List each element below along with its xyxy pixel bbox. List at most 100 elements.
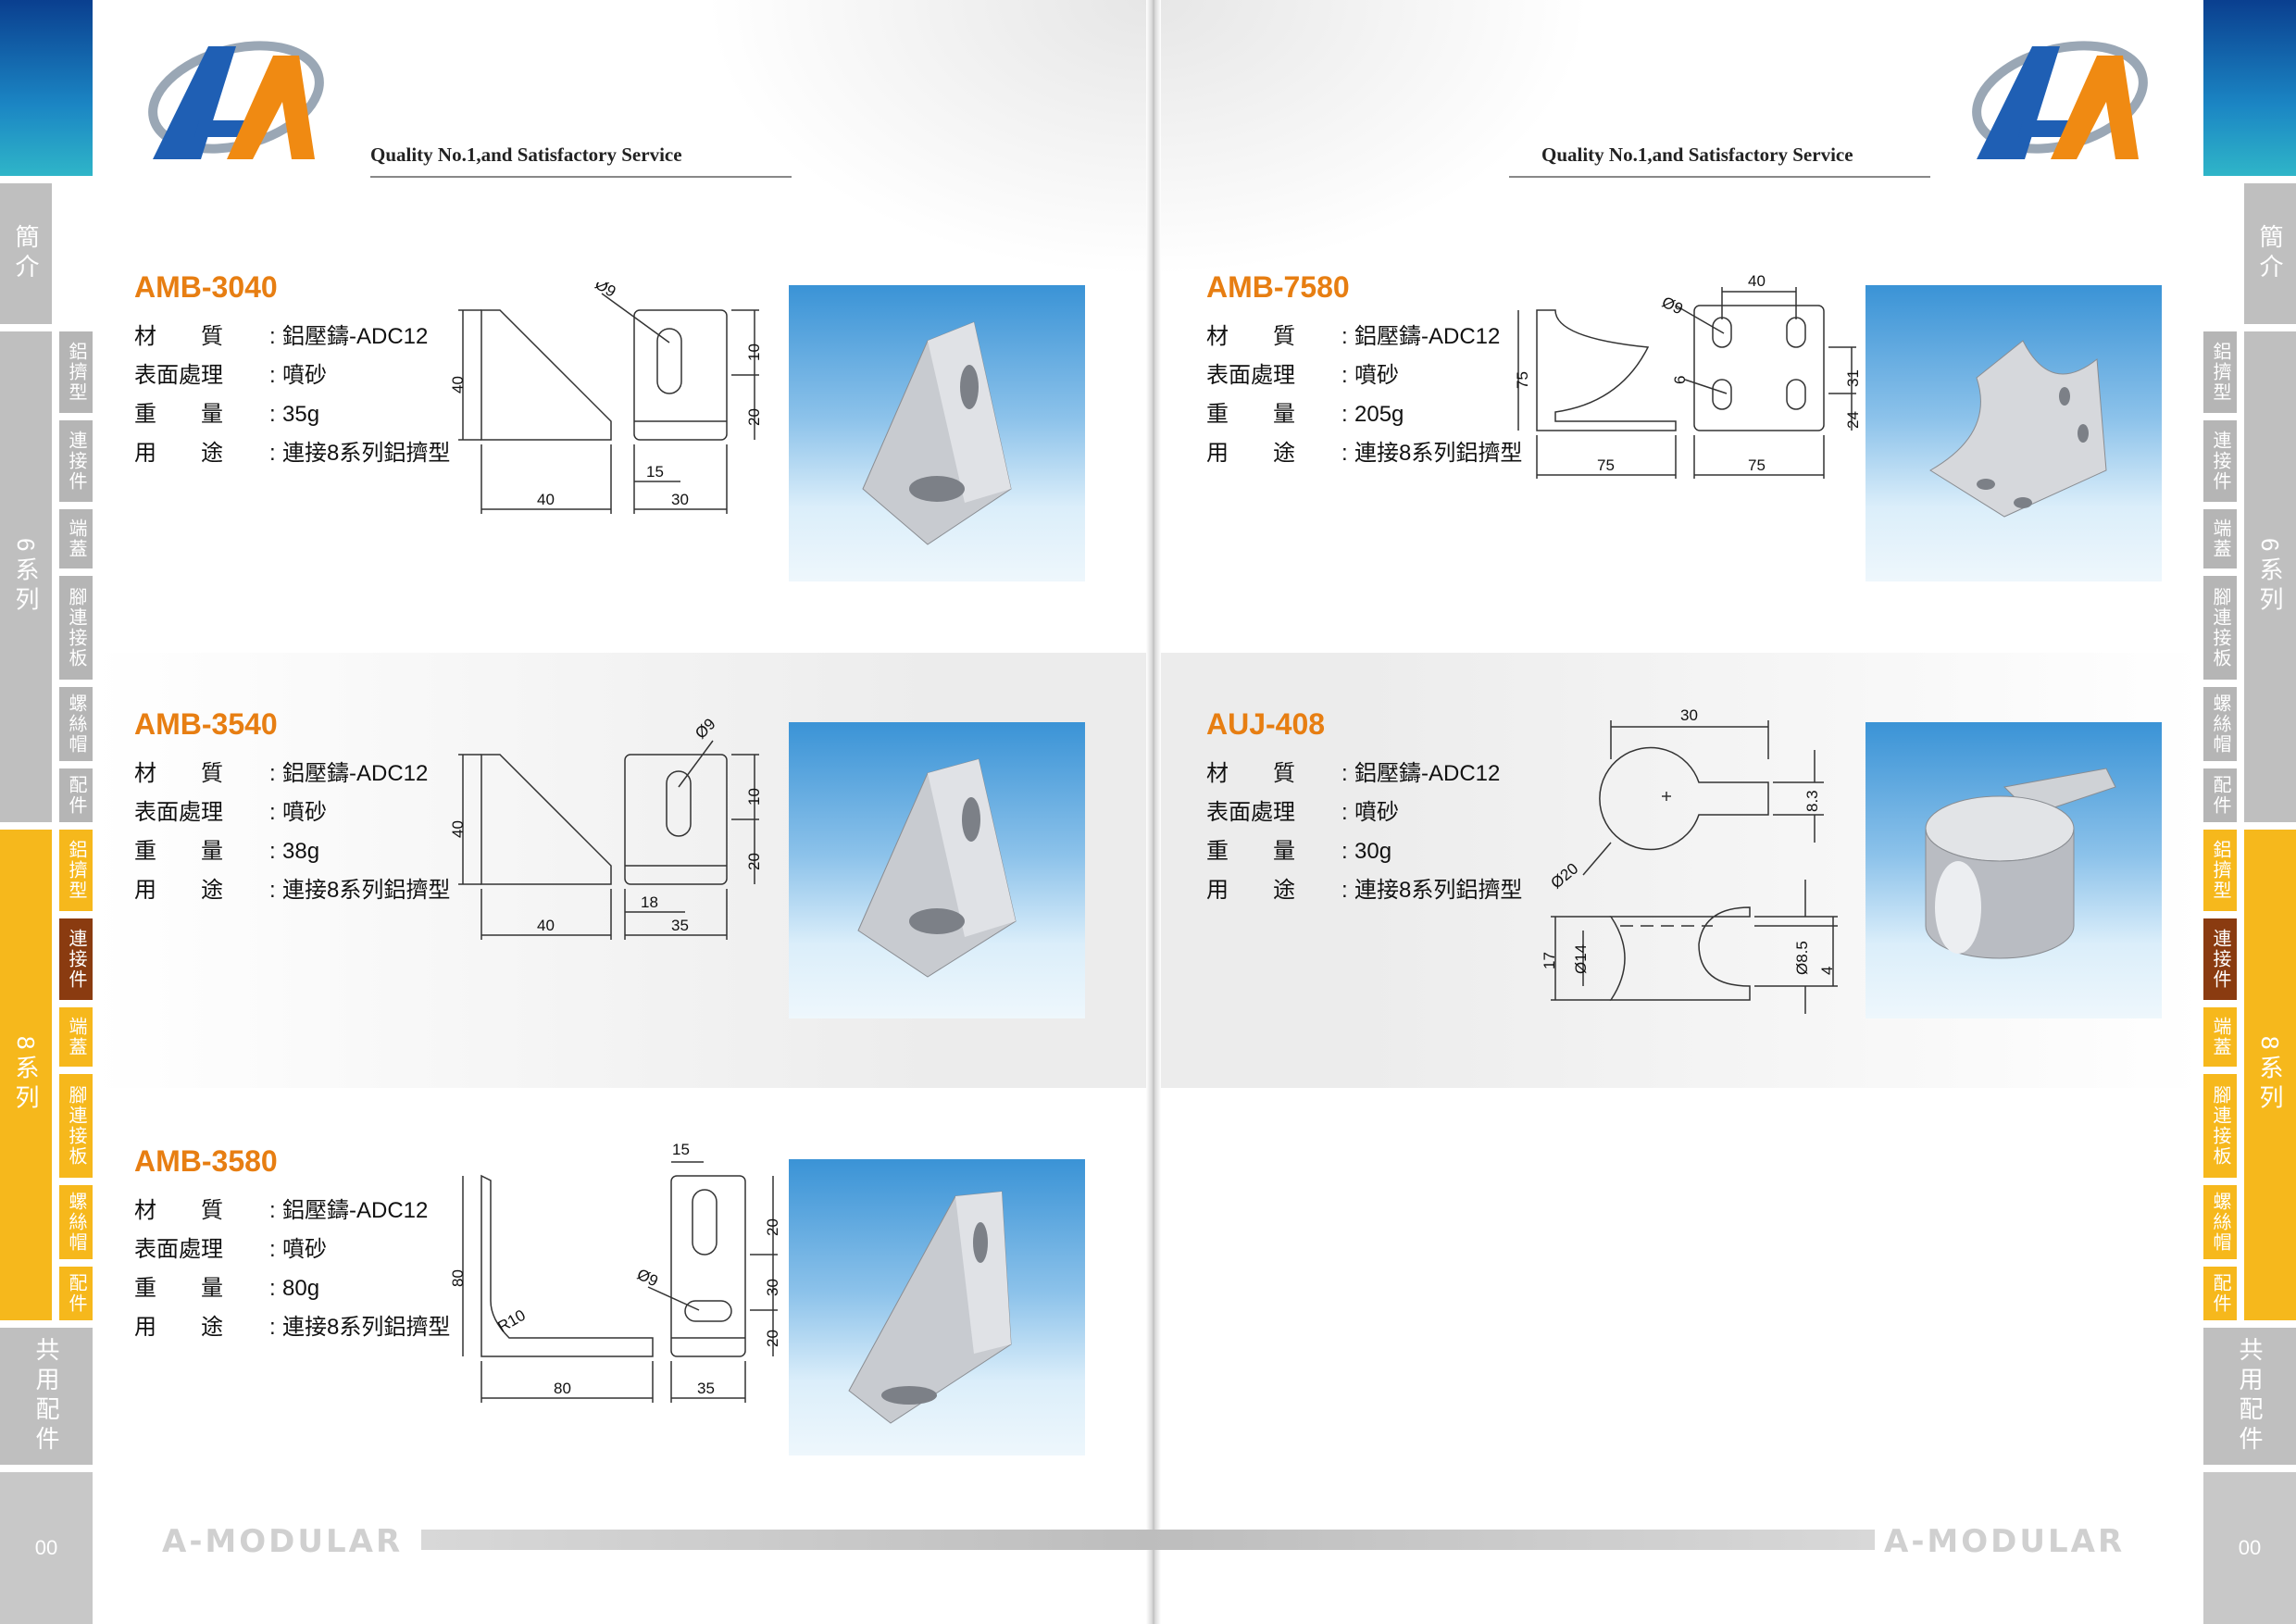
photo-amb-3040 [789,285,1085,581]
nav-series8[interactable]: 8系列 鋁擠型 連接件 端蓋 腳連接板 螺絲帽 配件 [0,830,93,1320]
nav-8-connector[interactable]: 連接件 [59,918,93,1000]
header-rule [1509,176,1930,178]
spec-finish: 表面處理:噴砂 [1206,800,1399,825]
spec-usage: 用 途:連接8系列鋁擠型 [134,441,451,466]
spec-material: 材 質:鋁壓鑄-ADC12 [1206,324,1501,349]
nav-8-endcap[interactable]: 端蓋 [2203,1007,2237,1067]
spec-finish: 表面處理:噴砂 [134,800,327,825]
nav-6-nut[interactable]: 螺絲帽 [59,687,93,761]
photo-amb-7580 [1866,285,2162,581]
spec-finish: 表面處理:噴砂 [1206,363,1399,388]
svg-text:20: 20 [764,1218,778,1236]
nav-6-extrusion[interactable]: 鋁擠型 [2203,331,2237,413]
nav-6-foot[interactable]: 腳連接板 [59,576,93,680]
left-side-nav: 簡介 6系列 鋁擠型 連接件 端蓋 腳連接板 螺絲帽 配件 8系列 鋁擠型 連接… [0,0,93,1624]
svg-text:Ø14: Ø14 [1572,944,1590,974]
svg-text:Ø8.5: Ø8.5 [1793,941,1811,975]
svg-text:18: 18 [641,893,658,911]
product-title: AMB-3540 [134,707,278,741]
svg-text:20: 20 [745,408,763,426]
product-amb-3540: AMB-3540 材 質:鋁壓鑄-ADC12 表面處理:噴砂 重 量:38g 用… [134,707,450,910]
spec-weight: 重 量:205g [1206,402,1404,427]
nav-8-connector[interactable]: 連接件 [2203,918,2237,1000]
svg-text:Ø9: Ø9 [634,1266,661,1291]
nav-series6[interactable]: 6系列 鋁擠型 連接件 端蓋 腳連接板 螺絲帽 配件 [0,331,93,822]
photo-auj-408 [1866,722,2162,1018]
nav-8-extrusion[interactable]: 鋁擠型 [2203,830,2237,911]
spec-material: 材 質:鋁壓鑄-ADC12 [1206,761,1501,786]
product-title: AMB-3580 [134,1144,278,1178]
nav-6-extrusion[interactable]: 鋁擠型 [59,331,93,413]
svg-text:80: 80 [554,1380,571,1397]
spec-usage: 用 途:連接8系列鋁擠型 [134,1315,451,1340]
svg-text:4: 4 [1818,967,1836,975]
svg-text:30: 30 [1680,706,1698,724]
svg-text:15: 15 [672,1141,690,1158]
page-number-right: 00 [2203,1472,2296,1624]
svg-text:40: 40 [537,917,555,934]
product-amb-7580: AMB-7580 材 質:鋁壓鑄-ADC12 表面處理:噴砂 重 量:205g … [1206,270,1522,473]
nav-shared[interactable]: 共用配件 [0,1328,93,1465]
nav-8-nut[interactable]: 螺絲帽 [59,1185,93,1259]
company-logo-icon [1972,41,2148,159]
header-slogan: Quality No.1,and Satisfactory Service [1541,144,1853,166]
svg-text:R10: R10 [494,1306,529,1336]
nav-intro[interactable]: 簡介 [0,183,93,324]
nav-8-accessory[interactable]: 配件 [59,1267,93,1320]
nav-6-nut[interactable]: 螺絲帽 [2203,687,2237,761]
svg-text:Ø20: Ø20 [1547,859,1581,892]
spec-weight: 重 量:38g [134,839,320,864]
svg-text:40: 40 [1748,273,1766,290]
nav-series8[interactable]: 8系列 鋁擠型 連接件 端蓋 腳連接板 螺絲帽 配件 [2203,830,2296,1320]
product-title: AMB-3040 [134,270,278,304]
footer-bar [421,1530,1875,1550]
nav-series8-label: 8系列 [2244,830,2296,1320]
page-fold [1146,0,1161,1624]
svg-text:10: 10 [745,344,763,361]
spec-material: 材 質:鋁壓鑄-ADC12 [134,761,429,786]
nav-8-extrusion[interactable]: 鋁擠型 [59,830,93,911]
svg-text:75: 75 [1597,456,1615,474]
svg-text:24: 24 [1844,411,1862,429]
nav-8-endcap[interactable]: 端蓋 [59,1007,93,1067]
svg-text:80: 80 [449,1269,467,1287]
svg-text:75: 75 [1514,371,1531,389]
drawing-amb-3580: 80 80 35 R10 15 20 30 20 Ø9 [449,1141,778,1403]
nav-intro[interactable]: 簡介 [2203,183,2296,324]
nav-6-connector[interactable]: 連接件 [59,420,93,502]
nav-6-foot[interactable]: 腳連接板 [2203,576,2237,680]
svg-text:40: 40 [537,491,555,508]
nav-8-foot[interactable]: 腳連接板 [59,1074,93,1178]
svg-text:20: 20 [764,1330,778,1347]
photo-amb-3540 [789,722,1085,1018]
nav-8-nut[interactable]: 螺絲帽 [2203,1185,2237,1259]
svg-text:6: 6 [1671,376,1689,384]
photo-amb-3580 [789,1159,1085,1455]
company-logo-icon [148,41,324,159]
nav-6-accessory[interactable]: 配件 [2203,768,2237,822]
nav-6-connector[interactable]: 連接件 [2203,420,2237,502]
nav-6-accessory[interactable]: 配件 [59,768,93,822]
nav-shared[interactable]: 共用配件 [2203,1328,2296,1465]
drawing-amb-7580: 75 75 75 40 6 31 24 Ø9 [1514,273,1862,479]
svg-text:15: 15 [646,463,664,481]
nav-8-accessory[interactable]: 配件 [2203,1267,2237,1320]
nav-6-endcap[interactable]: 端蓋 [2203,509,2237,568]
nav-shared-label: 共用配件 [2203,1328,2296,1465]
nav-intro-label: 簡介 [2244,183,2296,324]
spec-finish: 表面處理:噴砂 [134,1237,327,1262]
svg-text:8.3: 8.3 [1803,790,1821,812]
svg-text:35: 35 [671,917,689,934]
header-rule [370,176,792,178]
nav-8-foot[interactable]: 腳連接板 [2203,1074,2237,1178]
spec-material: 材 質:鋁壓鑄-ADC12 [134,1198,429,1223]
nav-series6-label: 6系列 [2244,331,2296,822]
nav-6-endcap[interactable]: 端蓋 [59,509,93,568]
nav-shared-label: 共用配件 [0,1328,93,1465]
svg-text:40: 40 [449,376,467,394]
drawing-amb-3040: 40 40 30 10 20 15 Ø9 [449,282,763,514]
spec-material: 材 質:鋁壓鑄-ADC12 [134,324,429,349]
svg-text:75: 75 [1748,456,1766,474]
nav-series6[interactable]: 6系列 鋁擠型 連接件 端蓋 腳連接板 螺絲帽 配件 [2203,331,2296,822]
svg-text:35: 35 [697,1380,715,1397]
